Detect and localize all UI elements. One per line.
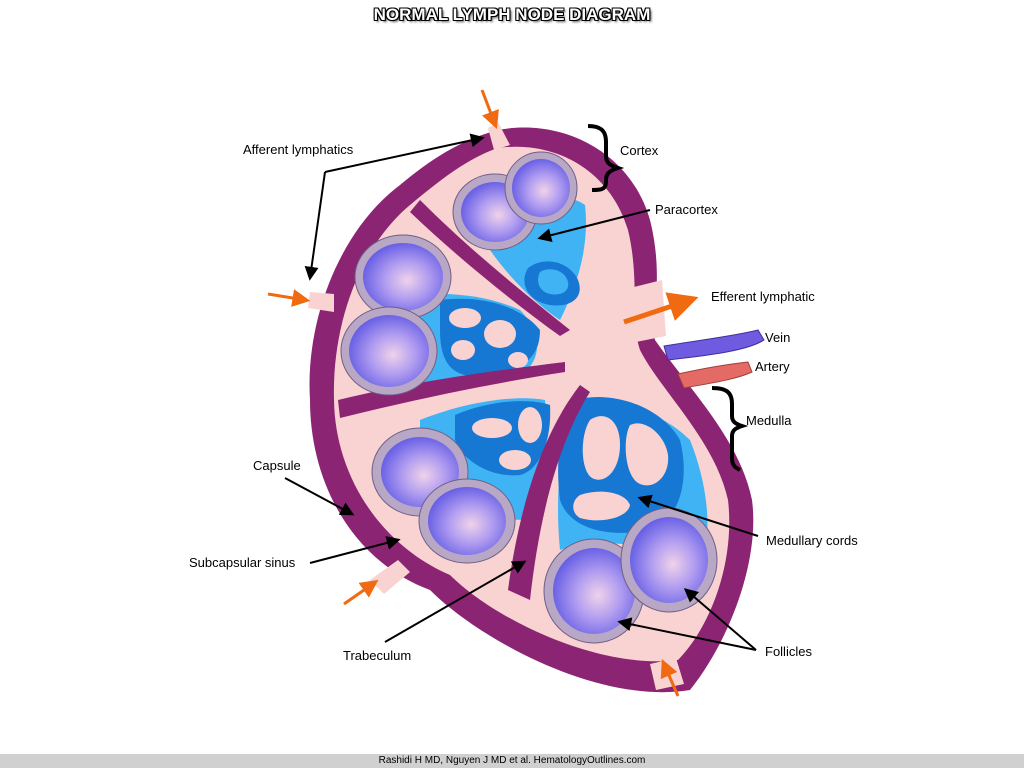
lymph-flow-arrows [267, 89, 699, 697]
artery [677, 361, 753, 389]
afferent-pointer [324, 133, 485, 173]
afferent-flow-arrow [343, 579, 379, 606]
efferent-vessel [630, 280, 666, 342]
page-title: NORMAL LYMPH NODE DIAGRAM [373, 5, 651, 24]
afferent-pointer [304, 171, 326, 281]
follicle [504, 151, 578, 225]
follicle [354, 234, 452, 320]
label-medulla: Medulla [746, 413, 792, 428]
paracortex-pointer [537, 209, 651, 243]
label-follicles: Follicles [765, 644, 812, 659]
follicles [340, 151, 718, 644]
afferent-flow-arrow [480, 89, 499, 130]
trabeculae [338, 200, 590, 600]
medullary-cords-pointer [637, 494, 759, 537]
trabeculum-pointer [384, 560, 527, 643]
label-capsule: Capsule [253, 458, 301, 473]
vein [663, 329, 765, 361]
subcapsular-sinus-pointer [309, 536, 401, 564]
follicles-pointer [683, 588, 757, 651]
medulla-brace [711, 386, 749, 472]
label-afferent-lymphatics: Afferent lymphatics [243, 142, 354, 157]
medullary-cords [440, 261, 684, 533]
follicle [340, 306, 438, 396]
label-medullary-cords: Medullary cords [766, 533, 858, 548]
footer-credit: Rashidi H MD, Nguyen J MD et al. Hematol… [0, 754, 1024, 768]
label-subcapsular-sinus: Subcapsular sinus [189, 555, 296, 570]
label-paracortex: Paracortex [655, 202, 718, 217]
label-trabeculum: Trabeculum [343, 648, 412, 663]
label-artery: Artery [755, 359, 790, 374]
follicle [620, 507, 718, 613]
follicles-pointer [617, 617, 757, 651]
efferent-flow-arrow [623, 292, 699, 325]
capsule-pointer [284, 477, 355, 516]
label-cortex: Cortex [620, 143, 659, 158]
afferent-flow-arrow [660, 659, 680, 697]
cortex-brace [587, 124, 625, 192]
label-efferent-lymphatic: Efferent lymphatic [711, 289, 815, 304]
afferent-vessel-left [308, 292, 334, 312]
afferent-vessel-bottom-left [370, 560, 410, 594]
label-vein: Vein [765, 330, 791, 345]
follicle [418, 478, 516, 564]
label-pointers [284, 133, 759, 651]
follicle [543, 538, 645, 644]
afferent-flow-arrow [267, 289, 311, 307]
